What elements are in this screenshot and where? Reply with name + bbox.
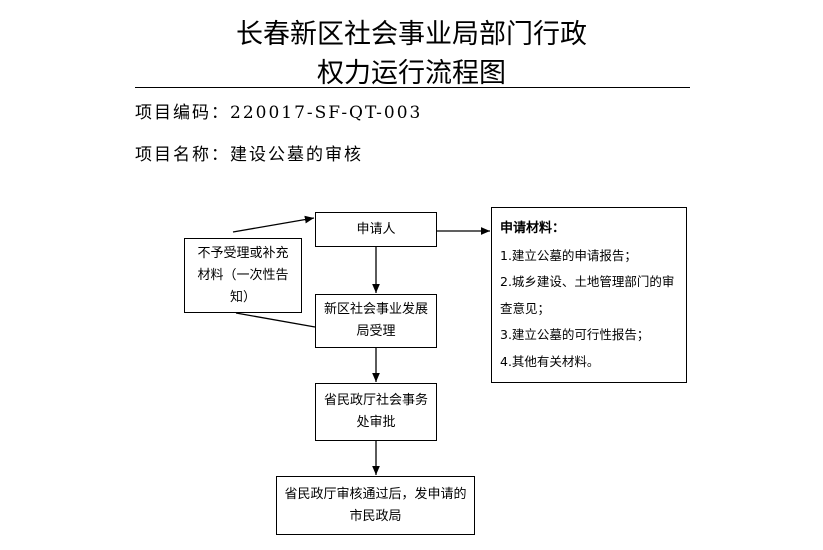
project-name-label: 项目名称： bbox=[135, 145, 230, 165]
project-code-label: 项目编码： bbox=[135, 103, 230, 123]
accept-box: 新区社会事业发展局受理 bbox=[315, 294, 437, 348]
province-approve-box: 省民政厅社会事务处审批 bbox=[315, 383, 437, 441]
project-code: 项目编码：220017-SF-QT-003 bbox=[135, 98, 422, 123]
line-accept-to-reject bbox=[235, 312, 316, 328]
title-divider bbox=[135, 87, 690, 88]
title-line-1: 长春新区社会事业局部门行政 bbox=[236, 19, 587, 50]
reject-box: 不予受理或补充材料（一次性告知） bbox=[184, 238, 302, 313]
applicant-box: 申请人 bbox=[315, 212, 437, 247]
arrow-reject-to-applicant bbox=[232, 215, 315, 233]
title-line-2: 权力运行流程图 bbox=[317, 58, 506, 89]
project-code-value: 220017-SF-QT-003 bbox=[230, 103, 423, 123]
materials-box: 申请材料： 1.建立公墓的申请报告； 2.城乡建设、土地管理部门的审查意见； 3… bbox=[491, 207, 687, 383]
materials-item: 2.城乡建设、土地管理部门的审查意见； bbox=[500, 274, 675, 316]
final-box: 省民政厅审核通过后，发申请的市民政局 bbox=[276, 476, 475, 535]
materials-item: 1.建立公墓的申请报告； bbox=[500, 247, 637, 263]
project-name: 项目名称：建设公墓的审核 bbox=[135, 140, 363, 165]
materials-item: 4.其他有关材料。 bbox=[500, 353, 600, 369]
materials-heading: 申请材料： bbox=[500, 221, 566, 236]
project-name-value: 建设公墓的审核 bbox=[230, 145, 363, 165]
materials-item: 3.建立公墓的可行性报告； bbox=[500, 327, 650, 342]
